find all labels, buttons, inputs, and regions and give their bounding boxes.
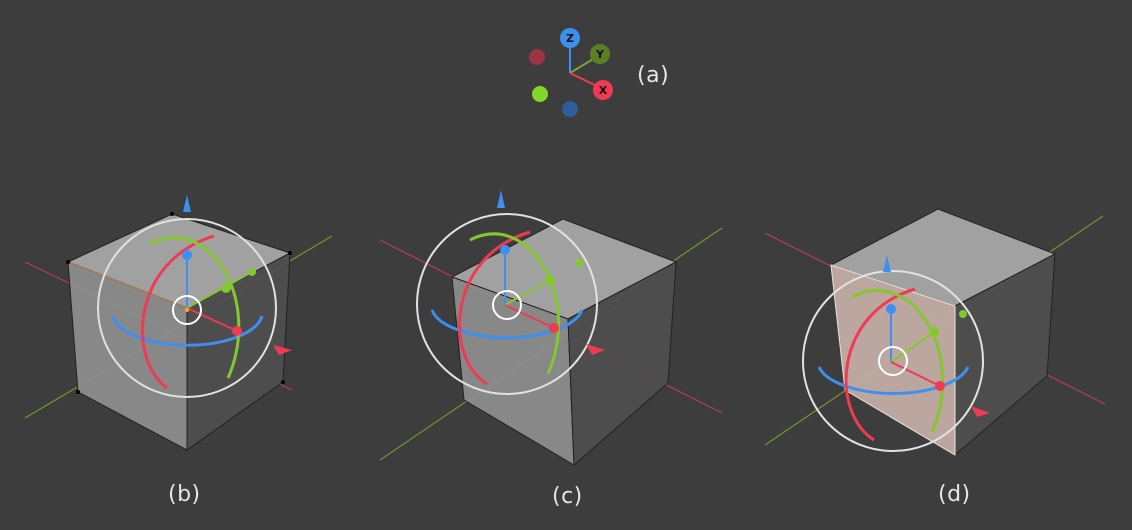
cube[interactable]: [829, 208, 1057, 457]
rotate-x-ring[interactable]: [458, 230, 531, 386]
cube[interactable]: [450, 218, 678, 467]
move-x-handle[interactable]: [935, 381, 945, 391]
scale-z-cone-icon[interactable]: [883, 255, 891, 272]
scale-z-cone-icon[interactable]: [183, 195, 191, 212]
rotate-y-ring[interactable]: [469, 232, 560, 375]
gizmo-neg-y-handle[interactable]: [532, 86, 548, 102]
rotate-y-ring[interactable]: [851, 289, 944, 433]
gizmo-view-ring[interactable]: [416, 213, 598, 395]
gizmo-x-handle[interactable]: X: [593, 80, 613, 100]
move-y-handle[interactable]: [929, 327, 939, 337]
move-x-axis: [504, 304, 555, 329]
scale-y-handle[interactable]: [959, 310, 967, 318]
scale-z-cone-icon[interactable]: [497, 190, 505, 208]
gizmo-y-label: Y: [595, 48, 605, 61]
move-y-handle[interactable]: [545, 275, 555, 285]
gizmo-y-handle[interactable]: Y: [590, 44, 610, 64]
move-x-axis: [186, 307, 238, 332]
rotate-x-ring[interactable]: [141, 234, 215, 390]
scale-x-cone-icon[interactable]: [586, 344, 605, 355]
cube-right-face: [567, 261, 677, 467]
scale-x-cone-icon[interactable]: [273, 345, 292, 355]
cube[interactable]: [66, 212, 292, 451]
gizmo-neg-z-handle[interactable]: [562, 101, 578, 117]
rotate-z-ring[interactable]: [430, 309, 584, 340]
gizmo-z-label: Z: [566, 32, 574, 45]
caption-d: (d): [938, 482, 971, 507]
move-x-axis: [890, 361, 941, 387]
pivot-circle-icon[interactable]: [878, 346, 908, 376]
navigation-gizmo[interactable]: Z Y X: [529, 28, 613, 117]
pivot-circle-icon[interactable]: [492, 290, 522, 320]
panel-b: [24, 195, 333, 451]
panel-c: [379, 190, 723, 467]
cube-vertices: [66, 212, 292, 394]
rotate-z-ring[interactable]: [111, 315, 264, 347]
gizmo-view-ring[interactable]: [97, 218, 277, 398]
gizmo-neg-x-handle[interactable]: [529, 49, 545, 65]
caption-b: (b): [168, 482, 201, 507]
move-x-handle[interactable]: [232, 326, 242, 336]
rotate-y-ring[interactable]: [149, 236, 241, 379]
move-y-axis: [504, 279, 551, 306]
scale-y-handle[interactable]: [575, 259, 583, 267]
move-z-handle[interactable]: [886, 304, 896, 314]
pivot-circle-icon[interactable]: [172, 295, 202, 325]
cube-selected-edge: [67, 261, 188, 309]
transform-gizmo[interactable]: [97, 195, 292, 398]
move-z-handle[interactable]: [182, 250, 192, 260]
panel-d: [764, 208, 1106, 457]
caption-a: (a): [637, 63, 670, 88]
move-y-handle[interactable]: [221, 283, 231, 293]
rotate-x-ring[interactable]: [844, 287, 916, 442]
gizmo-view-ring[interactable]: [802, 270, 984, 452]
scale-y-handle[interactable]: [248, 268, 256, 276]
move-x-handle[interactable]: [549, 323, 559, 333]
caption-c: (c): [552, 484, 583, 509]
scale-x-cone-icon[interactable]: [971, 406, 990, 417]
rotate-z-ring[interactable]: [817, 366, 970, 395]
move-z-handle[interactable]: [500, 245, 510, 255]
move-y-axis: [890, 331, 935, 363]
transform-gizmo[interactable]: [802, 255, 990, 452]
origin-dot: [185, 308, 189, 312]
transform-gizmo[interactable]: [416, 190, 605, 395]
gizmo-z-handle[interactable]: Z: [560, 28, 580, 48]
gizmo-x-label: X: [599, 84, 608, 97]
